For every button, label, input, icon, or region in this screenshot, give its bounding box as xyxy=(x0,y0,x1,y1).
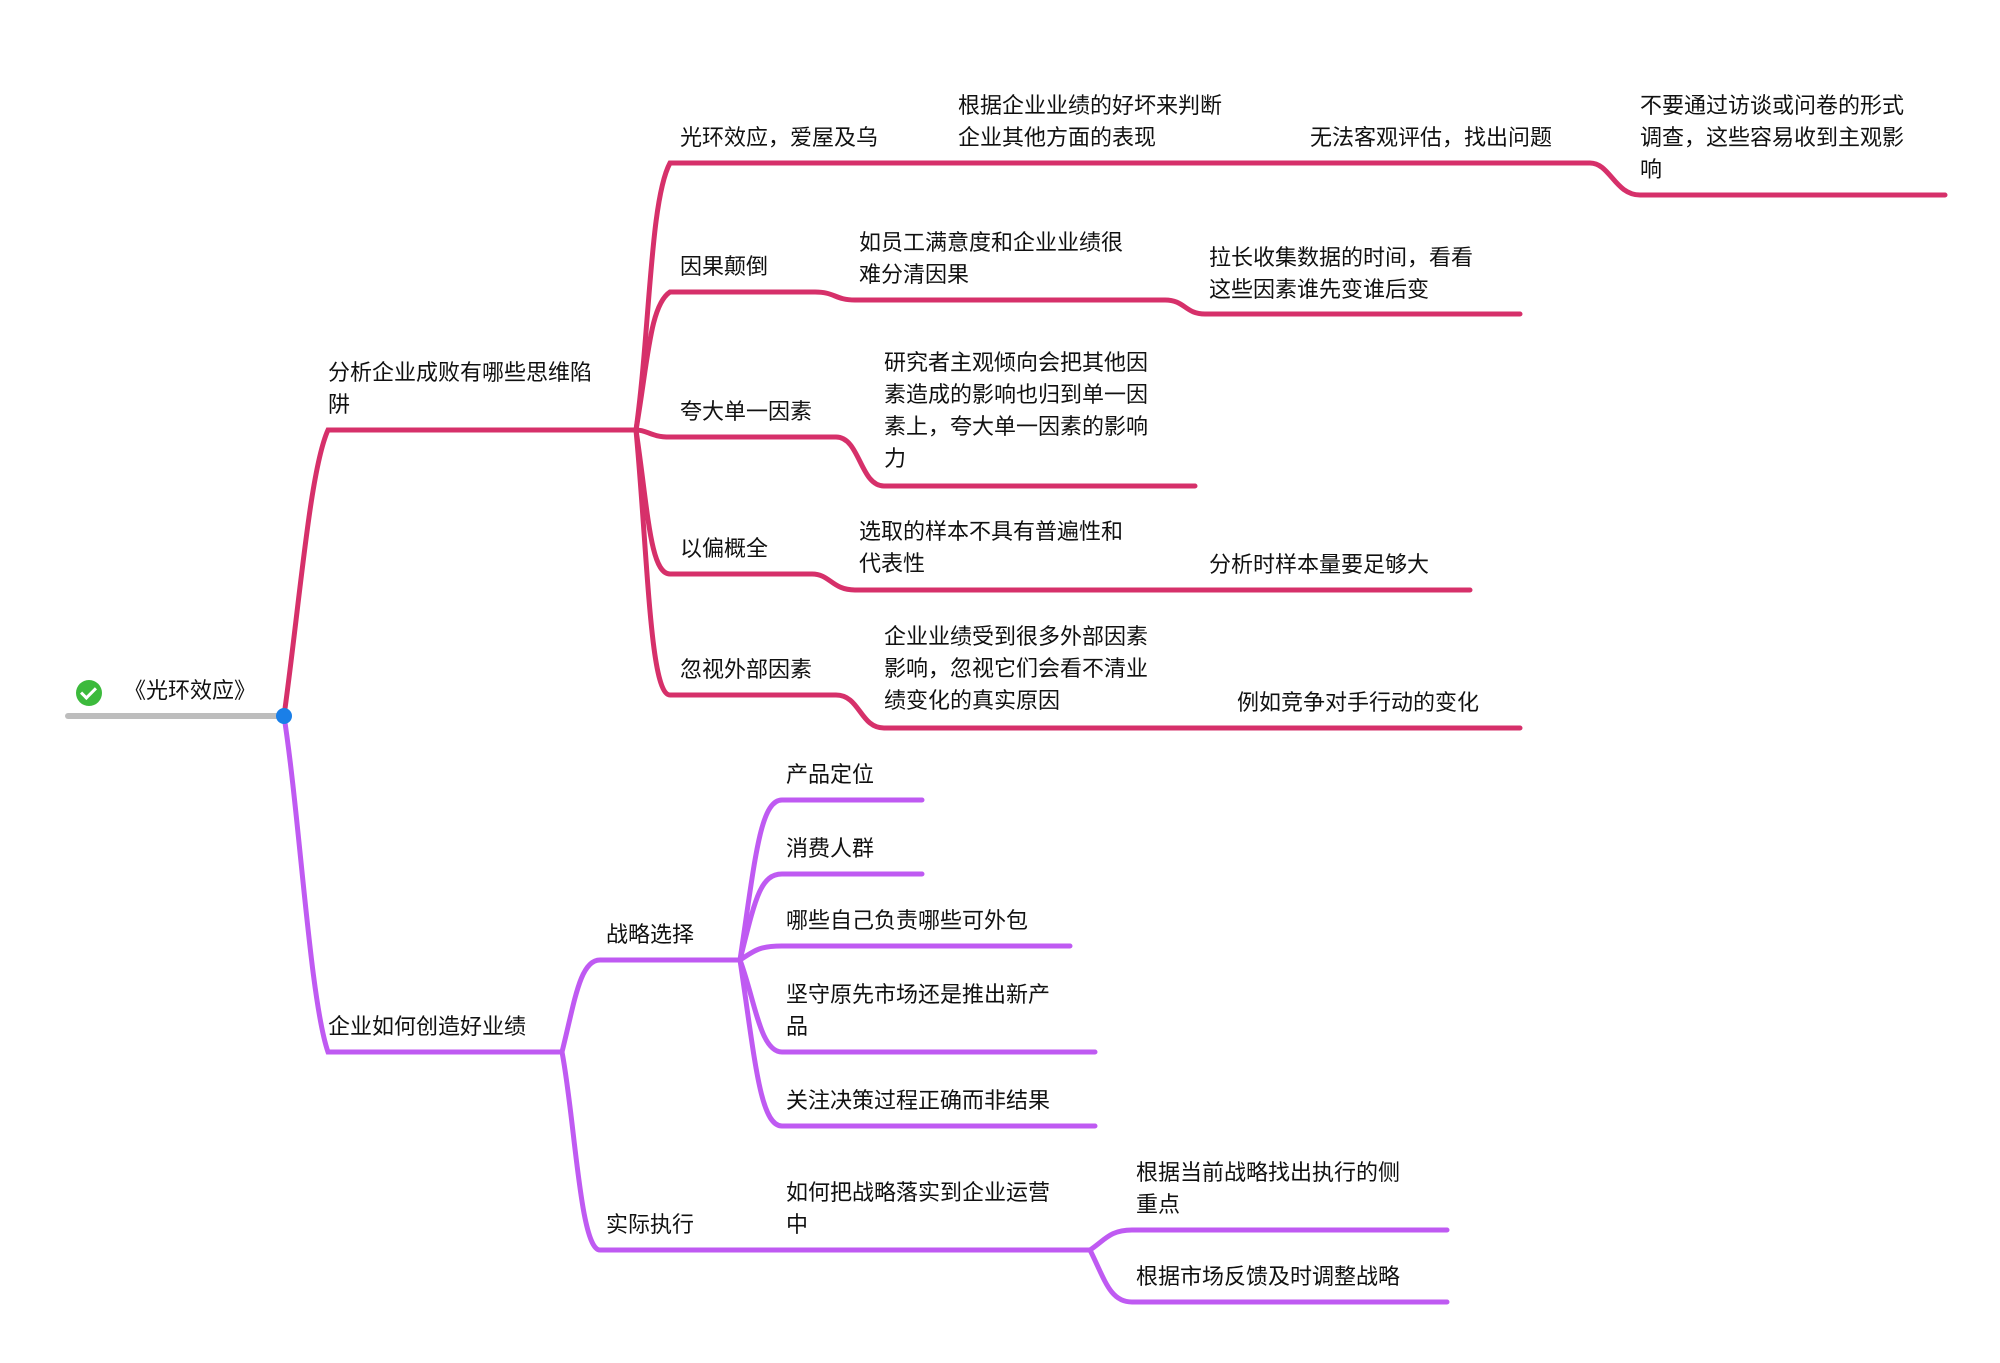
topic-halo-effect[interactable]: 光环效应，爱屋及乌 xyxy=(680,126,879,151)
link-branch2-execution xyxy=(559,1049,1093,1253)
topic-create-performance[interactable]: 企业如何创造好业绩 xyxy=(328,1015,527,1040)
link-strategy-item4 xyxy=(737,957,1098,1055)
topic-causal-detail[interactable]: 如员工满意度和企业业绩很 难分清因果 xyxy=(859,231,1124,288)
link-strategy-item1 xyxy=(737,797,925,963)
link-branch1-item5 xyxy=(633,427,1523,731)
topic-partial-detail[interactable]: 选取的样本不具有普遍性和 代表性 xyxy=(859,520,1124,577)
topic-halo-sub[interactable]: 无法客观评估，找出问题 xyxy=(1310,126,1553,151)
root-topic[interactable]: 《光环效应》 xyxy=(124,679,257,704)
topic-strategy-choice[interactable]: 战略选择 xyxy=(606,923,695,948)
topic-causal-sub[interactable]: 拉长收集数据的时间，看看 这些因素谁先变谁后变 xyxy=(1209,246,1474,303)
topic-thinking-traps[interactable]: 分析企业成败有哪些思维陷 阱 xyxy=(328,361,593,418)
topic-execution[interactable]: 实际执行 xyxy=(606,1213,695,1238)
link-branch1-item1 xyxy=(633,160,1948,433)
topic-partial-generalization[interactable]: 以偏概全 xyxy=(680,537,769,562)
link-execution-item2 xyxy=(1087,1247,1450,1305)
topic-strategy-item-3[interactable]: 哪些自己负责哪些可外包 xyxy=(786,909,1029,934)
topic-halo-subsub[interactable]: 不要通过访谈或问卷的形式 调查，这些容易收到主观影 响 xyxy=(1640,94,1905,183)
link-branch2-strategy xyxy=(559,957,743,1055)
topic-execution-item-1[interactable]: 根据当前战略找出执行的侧 重点 xyxy=(1136,1161,1401,1218)
link-strategy-item5 xyxy=(737,957,1098,1129)
pink-branch-lines xyxy=(281,160,1948,731)
link-execution-item1 xyxy=(1087,1227,1450,1253)
link-strategy-item2 xyxy=(737,871,925,963)
link-branch1-item3 xyxy=(633,427,1198,489)
link-strategy-item3 xyxy=(737,943,1073,963)
link-branch1-item4 xyxy=(633,427,1473,593)
topic-execution-item-2[interactable]: 根据市场反馈及时调整战略 xyxy=(1136,1265,1401,1290)
topic-strategy-item-5[interactable]: 关注决策过程正确而非结果 xyxy=(786,1089,1051,1114)
topic-strategy-item-1[interactable]: 产品定位 xyxy=(786,763,875,788)
topic-single-factor-detail[interactable]: 研究者主观倾向会把其他因 素造成的影响也归到单一因 素上，夸大单一因素的影响 力 xyxy=(884,351,1149,472)
link-branch1-item2 xyxy=(633,289,1523,433)
topic-causal-reversal[interactable]: 因果颠倒 xyxy=(680,255,769,280)
link-root-branch1 xyxy=(281,427,639,719)
topic-execution-detail[interactable]: 如何把战略落实到企业运营 中 xyxy=(786,1181,1051,1238)
topic-external-factors[interactable]: 忽视外部因素 xyxy=(680,658,813,683)
check-circle-icon xyxy=(76,680,102,706)
link-root-branch2 xyxy=(281,713,565,1055)
root-joint[interactable] xyxy=(276,708,292,724)
topic-strategy-item-4[interactable]: 坚守原先市场还是推出新产 品 xyxy=(786,983,1051,1040)
topic-external-sub[interactable]: 例如竞争对手行动的变化 xyxy=(1237,691,1480,716)
topic-partial-sub[interactable]: 分析时样本量要足够大 xyxy=(1209,553,1430,578)
topic-external-detail[interactable]: 企业业绩受到很多外部因素 影响，忽视它们会看不清业 绩变化的真实原因 xyxy=(884,625,1149,714)
topic-single-factor[interactable]: 夸大单一因素 xyxy=(680,400,813,425)
purple-branch-lines xyxy=(281,713,1450,1305)
topic-strategy-item-2[interactable]: 消费人群 xyxy=(786,837,875,862)
topic-halo-detail[interactable]: 根据企业业绩的好坏来判断 企业其他方面的表现 xyxy=(958,94,1223,151)
